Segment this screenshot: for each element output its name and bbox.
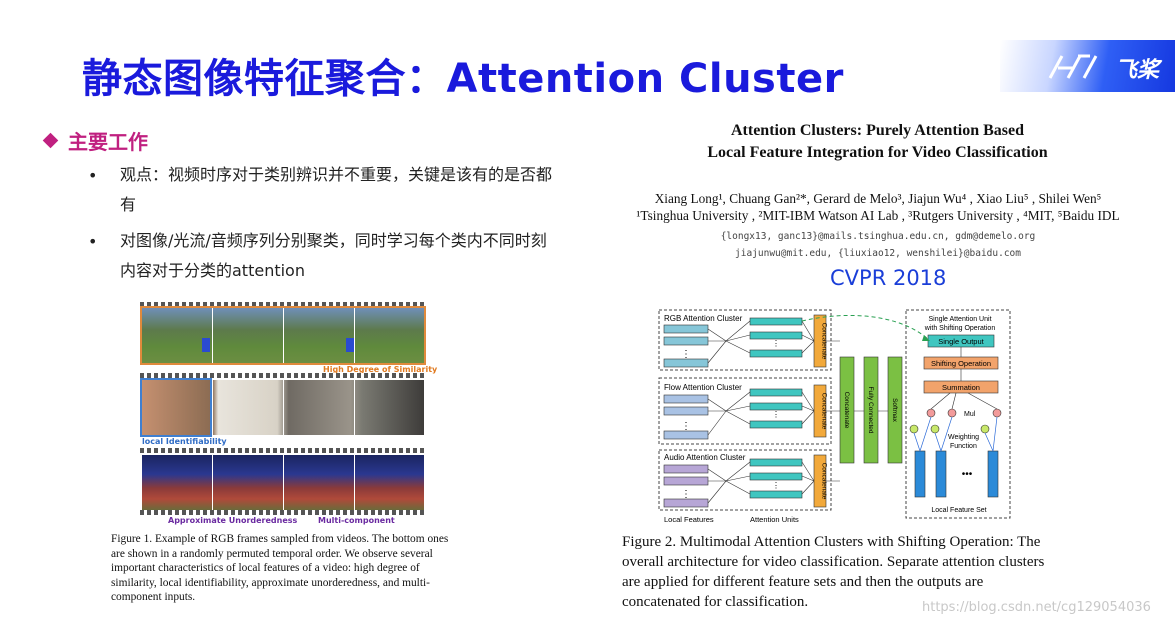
audio-local-features — [663, 464, 709, 508]
page-title: 静态图像特征聚合：Attention Cluster — [82, 56, 844, 102]
cluster-concatenate-blocks — [813, 314, 827, 508]
local-feature-bars — [914, 450, 999, 498]
svg-text:⋮: ⋮ — [772, 410, 780, 419]
svg-text:•••: ••• — [962, 469, 973, 480]
svg-text:Shifting Operation: Shifting Operation — [931, 359, 991, 368]
rgb-frames-strip-2 — [140, 378, 424, 437]
softmax-label: Softmax — [891, 398, 898, 423]
label-multi-component: Multi-component — [318, 516, 395, 525]
label-similarity: High Degree of Similarity — [323, 365, 438, 374]
rgb-cluster-box — [658, 309, 832, 371]
attention-units-label: Attention Units — [750, 515, 799, 524]
film-perforation — [140, 510, 426, 515]
bullet-dot: • — [88, 232, 98, 251]
svg-text:Concatenate: Concatenate — [821, 323, 828, 360]
svg-text:with Shifting Operation: with Shifting Operation — [924, 325, 996, 332]
figure-2-caption: Figure 2. Multimodal Attention Clusters … — [622, 534, 1045, 610]
svg-text:Concatenate: Concatenate — [821, 393, 828, 430]
svg-text:Single Output: Single Output — [938, 337, 984, 346]
global-concatenate-label: Concatenate — [843, 392, 850, 429]
svg-text:⋮: ⋮ — [772, 339, 780, 348]
audio-cluster-box — [658, 449, 832, 511]
figure-1-caption: Figure 1. Example of RGB frames sampled … — [111, 533, 449, 603]
svg-text:⋮: ⋮ — [681, 489, 691, 500]
figure-2-diagram: RGB Attention Cluster Flow Attention Clu… — [658, 309, 1011, 524]
mul-circles — [926, 408, 1002, 418]
svg-text:Summation: Summation — [942, 383, 980, 392]
bullet-text-2: 对图像/光流/音频序列分别聚类，同时学习每个类内不同时刻内容对于分类的atten… — [120, 231, 547, 280]
mul-label: Mul — [964, 411, 976, 418]
film-perforation — [140, 448, 426, 453]
svg-text:Weighting: Weighting — [948, 434, 979, 441]
svg-text:⋮: ⋮ — [681, 349, 691, 360]
logo-text: 飞桨 — [1114, 58, 1159, 83]
global-concatenate-block — [839, 356, 855, 464]
label-identifiability: local Identifiability — [142, 437, 227, 446]
paper-emails: {longx13, ganc13}@mails.tsinghua.edu.cn,… — [720, 231, 1036, 259]
rgb-cluster-label: RGB Attention Cluster — [664, 314, 743, 323]
rgb-frames-strip-1 — [140, 306, 426, 365]
svg-text:Concatenate: Concatenate — [821, 463, 828, 500]
film-perforation — [140, 373, 426, 378]
weighting-circles — [909, 424, 990, 434]
audio-attention-units — [749, 458, 803, 499]
svg-text:⋮: ⋮ — [772, 481, 780, 490]
shifting-arrow — [801, 314, 929, 340]
paddle-logo: 飞桨 — [1000, 40, 1175, 92]
venue-label: CVPR 2018 — [830, 266, 947, 290]
svg-text:Single Attention Unit: Single Attention Unit — [928, 316, 991, 323]
single-unit-box — [905, 309, 1011, 519]
svg-text:Function: Function — [950, 443, 977, 450]
paddle-logo-mark-icon — [1048, 54, 1098, 79]
fully-connected-label: Fully Connected — [867, 387, 874, 434]
rgb-local-features — [663, 324, 709, 368]
local-features-label: Local Features — [664, 515, 714, 524]
audio-cluster-label: Audio Attention Cluster — [664, 453, 746, 462]
section-label: 主要工作 — [68, 130, 148, 154]
film-perforation — [140, 302, 426, 307]
figure-1-image: High Degree of Similarity local Identifi… — [140, 302, 437, 525]
watermark: https://blog.csdn.net/cg129054036 — [922, 600, 1151, 615]
flow-attention-units — [749, 388, 803, 429]
svg-text:⋮: ⋮ — [681, 421, 691, 432]
flow-local-features — [663, 394, 709, 440]
paper-authors: Xiang Long¹, Chuang Gan²*, Gerard de Mel… — [636, 191, 1120, 223]
bullet-dot: • — [88, 166, 98, 185]
rgb-attention-units — [749, 317, 803, 358]
diamond-bullet-icon — [42, 132, 59, 149]
softmax-block — [887, 356, 903, 464]
fully-connected-block — [863, 356, 879, 464]
rgb-frames-strip-3 — [142, 455, 424, 510]
section-heading: 主要工作 — [42, 126, 148, 155]
bullet-text-1: 观点：视频时序对于类别辨识并不重要，关键是该有的是否都有 — [120, 165, 553, 214]
label-unordered: Approximate Unorderedness — [168, 516, 298, 525]
local-feature-set-label: Local Feature Set — [931, 507, 986, 514]
paper-title: Attention Clusters: Purely Attention Bas… — [707, 122, 1048, 161]
flow-cluster-label: Flow Attention Cluster — [664, 383, 742, 392]
